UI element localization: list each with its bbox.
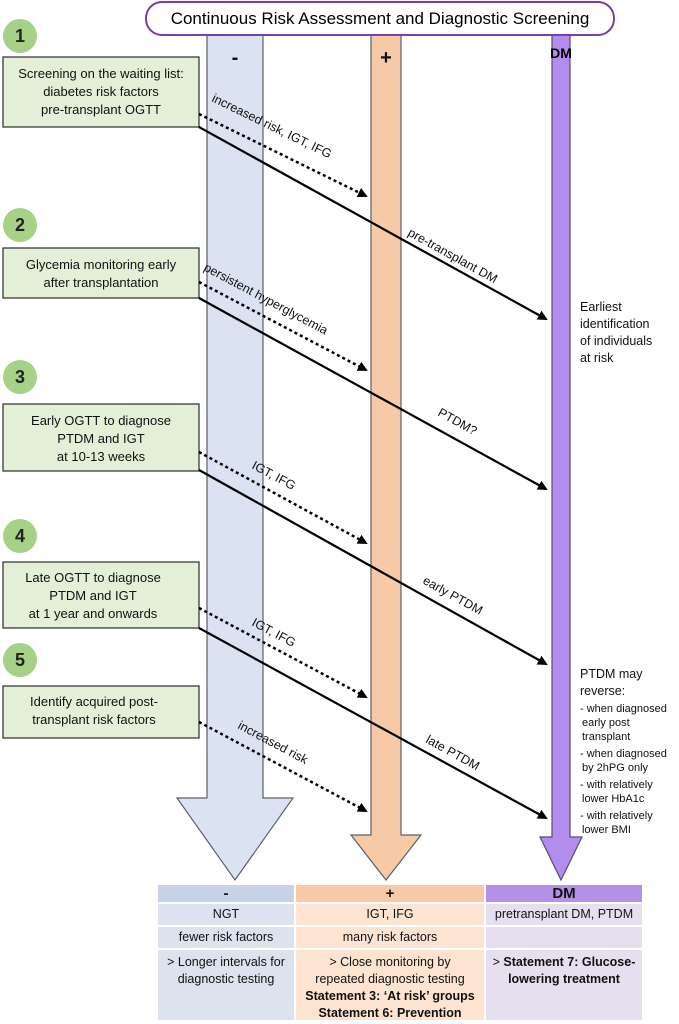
table-cell bbox=[484, 925, 642, 948]
step-number: 3 bbox=[15, 367, 25, 387]
step-line: pre-transplant OGTT bbox=[41, 102, 161, 117]
step-line: Screening on the waiting list: bbox=[18, 66, 183, 81]
step-number-circle bbox=[3, 643, 37, 677]
table-cell-line: > Statement 7: Glucose- bbox=[488, 954, 640, 971]
step-line: PTDM and IGT bbox=[57, 431, 144, 446]
solid-arrow-2 bbox=[198, 297, 548, 490]
step-line: diabetes risk factors bbox=[43, 84, 159, 99]
side-note-line: of individuals bbox=[580, 334, 652, 348]
side-note-item: by 2hPG only bbox=[582, 762, 649, 774]
table-cell-line: lowering treatment bbox=[508, 972, 620, 986]
page-title: Continuous Risk Assessment and Diagnosti… bbox=[171, 9, 590, 28]
neg-column-sign: - bbox=[232, 47, 239, 69]
table-cell: pretransplant DM, PTDM bbox=[484, 902, 642, 925]
step-number-circle bbox=[3, 208, 37, 242]
step-number: 5 bbox=[15, 650, 25, 670]
solid-label-2: PTDM? bbox=[436, 405, 480, 438]
table-cell-neg-action: > Longer intervals for diagnostic testin… bbox=[158, 948, 294, 1020]
step-1: 1 Screening on the waiting list: diabete… bbox=[2, 19, 200, 128]
step-number-circle bbox=[3, 360, 37, 394]
side-note-heading: PTDM may bbox=[580, 667, 643, 681]
solid-arrow-3 bbox=[198, 469, 548, 665]
step-4: 4 Late OGTT to diagnose PTDM and IGT at … bbox=[2, 519, 200, 629]
side-note-line: identification bbox=[580, 317, 650, 331]
dotted-arrow-4 bbox=[198, 606, 368, 699]
table-header-pos: + bbox=[294, 885, 484, 902]
table-cell: NGT bbox=[158, 902, 294, 925]
table-cell-line: > Longer intervals for bbox=[167, 955, 285, 969]
side-note-reverse: PTDM may reverse: - when diagnosed early… bbox=[580, 667, 667, 836]
side-note-item: - with relatively bbox=[580, 779, 653, 791]
side-note-item: early post bbox=[582, 717, 630, 729]
step-box bbox=[2, 403, 200, 472]
table-header-neg: - bbox=[158, 885, 294, 902]
side-note-item: - when diagnosed bbox=[580, 703, 667, 715]
dm-column-arrow bbox=[539, 33, 583, 882]
step-box bbox=[2, 561, 200, 629]
side-note-item: - with relatively bbox=[580, 810, 653, 822]
side-note-item: lower BMI bbox=[582, 824, 631, 836]
dotted-arrow-3 bbox=[198, 450, 368, 545]
dotted-arrow-5 bbox=[198, 720, 368, 813]
side-note-heading: reverse: bbox=[580, 684, 625, 698]
summary-table: - + DM NGT IGT, IFG pretransplant DM, PT… bbox=[158, 885, 642, 1020]
table-header-dm: DM bbox=[484, 885, 642, 902]
side-note-line: Earliest bbox=[580, 300, 622, 314]
side-note-item: transplant bbox=[582, 731, 630, 743]
table-cell-pos-action: > Close monitoring by repeated diagnosti… bbox=[294, 948, 484, 1020]
title-box bbox=[145, 1, 615, 36]
pos-column-sign: + bbox=[380, 47, 392, 69]
step-2: 2 Glycemia monitoring early after transp… bbox=[2, 208, 200, 299]
statement-7: Statement 7: Glucose- bbox=[503, 955, 636, 969]
step-number: 4 bbox=[15, 526, 25, 546]
step-line: at 1 year and onwards bbox=[29, 606, 158, 621]
statement-3: Statement 3: ‘At risk’ groups bbox=[305, 989, 475, 1003]
step-box bbox=[2, 56, 200, 128]
table-cell: fewer risk factors bbox=[158, 925, 294, 948]
table-cell: many risk factors bbox=[294, 925, 484, 948]
table-cell-line: > Close monitoring by bbox=[329, 955, 451, 969]
table-cell-line: repeated diagnostic testing bbox=[315, 972, 465, 986]
step-number: 1 bbox=[15, 26, 25, 46]
table-cell: IGT, IFG bbox=[294, 902, 484, 925]
solid-arrow-4 bbox=[198, 627, 548, 819]
statement-6: Statement 6: Prevention bbox=[318, 1006, 462, 1020]
side-note-item: - when diagnosed bbox=[580, 748, 667, 760]
step-number: 2 bbox=[15, 215, 25, 235]
step-line: Identify acquired post- bbox=[30, 694, 158, 709]
step-line: after transplantation bbox=[44, 275, 159, 290]
statement-prefix: > bbox=[492, 955, 504, 969]
step-number-circle bbox=[3, 519, 37, 553]
step-box bbox=[2, 247, 200, 299]
dotted-arrow-1 bbox=[198, 112, 368, 198]
solid-arrow-1 bbox=[198, 126, 548, 320]
step-line: PTDM and IGT bbox=[49, 588, 136, 603]
step-number-circle bbox=[3, 19, 37, 53]
step-3: 3 Early OGTT to diagnose PTDM and IGT at… bbox=[2, 360, 200, 472]
step-line: at 10-13 weeks bbox=[57, 449, 146, 464]
step-line: Late OGTT to diagnose bbox=[25, 570, 161, 585]
solid-label-1: pre-transplant DM bbox=[406, 225, 500, 286]
pos-column-arrow bbox=[349, 33, 423, 881]
step-5: 5 Identify acquired post- transplant ris… bbox=[2, 643, 200, 739]
table-cell-line: diagnostic testing bbox=[177, 972, 275, 986]
step-box bbox=[2, 685, 200, 739]
table-cell-dm-action: > Statement 7: Glucose- lowering treatme… bbox=[484, 948, 642, 1020]
dm-column-sign: DM bbox=[550, 45, 572, 61]
step-line: transplant risk factors bbox=[32, 712, 156, 727]
step-line: Glycemia monitoring early bbox=[26, 257, 177, 272]
side-note-item: lower HbA1c bbox=[582, 793, 645, 805]
side-note-earliest: Earliest identification of individuals a… bbox=[580, 300, 652, 365]
step-line: Early OGTT to diagnose bbox=[31, 413, 171, 428]
side-note-line: at risk bbox=[580, 351, 614, 365]
dotted-arrow-2 bbox=[198, 280, 368, 372]
